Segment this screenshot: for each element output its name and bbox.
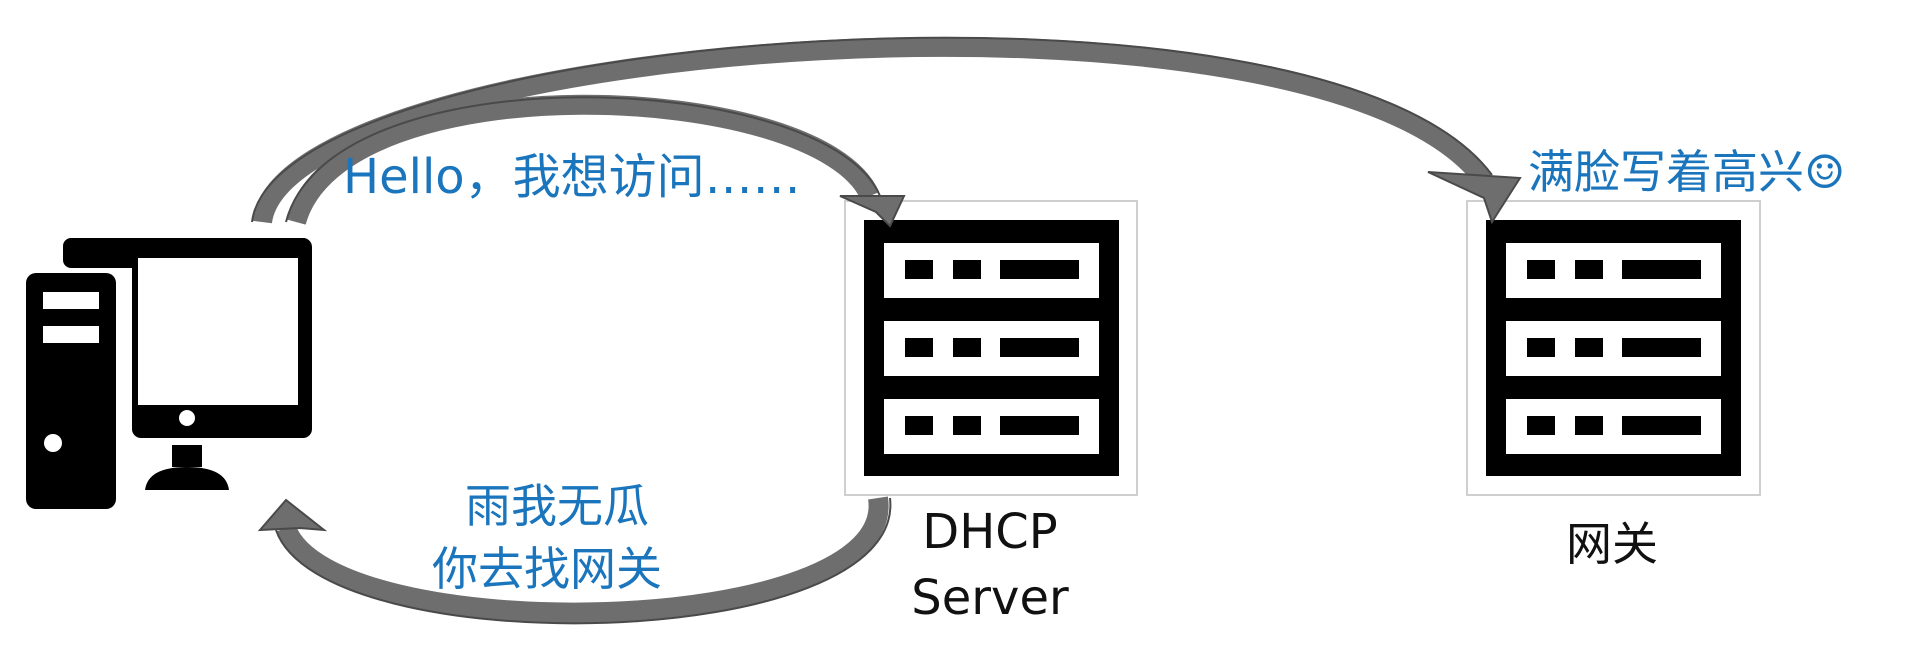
gateway-reaction-message: 满脸写着高兴☺ (1528, 145, 1845, 199)
arrow-dhcp-to-client (257, 496, 892, 625)
dhcp-server-label-line-2: Server (911, 570, 1069, 626)
dhcp-reply-line-1: 雨我无瓜 (465, 479, 649, 533)
dhcp-reply-line-2: 你去找网关 (432, 542, 662, 596)
client-request-message: Hello，我想访问…… (343, 149, 801, 205)
gateway-server-icon (1466, 200, 1761, 496)
dhcp-server-label-line-1: DHCP (922, 504, 1058, 560)
arrow-client-to-gateway (251, 36, 1522, 225)
desktop-computer-icon (26, 238, 312, 509)
dhcp-server-icon (844, 200, 1138, 496)
gateway-label: 网关 (1566, 517, 1658, 571)
arrow-client-to-dhcp (285, 94, 906, 228)
